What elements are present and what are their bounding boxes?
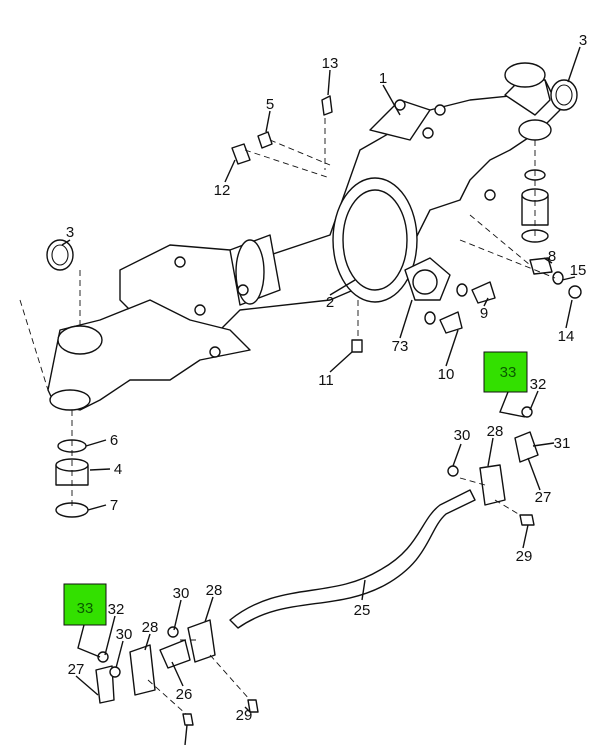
callout-32: 32 — [108, 601, 125, 618]
callout-13: 13 — [322, 55, 339, 72]
callout-31: 31 — [554, 435, 571, 452]
callout-12: 12 — [214, 182, 231, 199]
callout-30: 30 — [116, 626, 133, 643]
highlight-box-33-left[interactable] — [63, 583, 107, 626]
callout-26: 26 — [176, 686, 193, 703]
hardware-parts — [46, 79, 582, 726]
callout-27: 27 — [68, 661, 85, 678]
callout-29: 29 — [236, 707, 253, 724]
callout-1: 1 — [379, 70, 387, 87]
callout-28: 28 — [142, 619, 159, 636]
callout-27: 27 — [535, 489, 552, 506]
callout-3: 3 — [579, 32, 587, 49]
callout-8: 8 — [548, 248, 556, 265]
callout-7: 7 — [110, 497, 118, 514]
callout-10: 10 — [438, 366, 455, 383]
callout-25: 25 — [354, 602, 371, 619]
callout-28: 28 — [206, 582, 223, 599]
callout-29: 29 — [516, 548, 533, 565]
dashed-alignment-lines — [19, 118, 556, 715]
callout-2: 2 — [326, 294, 334, 311]
callout-32: 32 — [530, 376, 547, 393]
callout-28: 28 — [487, 423, 504, 440]
callout-14: 14 — [558, 328, 575, 345]
callout-73: 73 — [392, 338, 409, 355]
callout-5: 5 — [266, 96, 274, 113]
callout-33[interactable]: 33 — [77, 600, 94, 617]
callout-9: 9 — [480, 305, 488, 322]
callout-3: 3 — [66, 224, 74, 241]
callout-15: 15 — [570, 262, 587, 279]
axle-housing — [47, 62, 561, 411]
callout-4: 4 — [114, 461, 122, 478]
callout-6: 6 — [110, 432, 118, 449]
callout-leaders — [61, 46, 581, 745]
callout-33[interactable]: 33 — [500, 364, 517, 381]
callout-11: 11 — [318, 372, 334, 389]
callout-30: 30 — [173, 585, 190, 602]
highlight-box-33-right[interactable] — [483, 351, 528, 393]
callout-30: 30 — [454, 427, 471, 444]
